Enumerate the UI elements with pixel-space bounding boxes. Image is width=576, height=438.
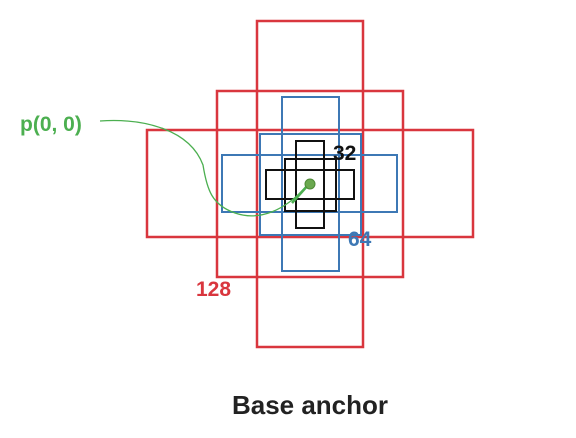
anchor-group-128 [145,19,475,349]
origin-label: p(0, 0) [20,113,82,136]
anchor-group-32 [265,140,355,229]
anchor-64-tall [281,96,340,272]
anchor-32-wide [265,169,355,200]
anchor-32-square [284,158,337,212]
size-label-64: 64 [348,228,372,251]
anchor-64-square [259,133,362,236]
origin-point [304,178,316,190]
origin-pointer-curve [99,119,309,217]
anchor-128-tall [255,19,365,349]
diagram-caption: Base anchor [232,390,388,420]
anchor-128-wide [145,128,475,239]
anchor-128-square [215,89,405,279]
size-label-128: 128 [196,278,231,301]
size-label-32: 32 [333,142,356,165]
anchor-32-tall [295,140,325,229]
